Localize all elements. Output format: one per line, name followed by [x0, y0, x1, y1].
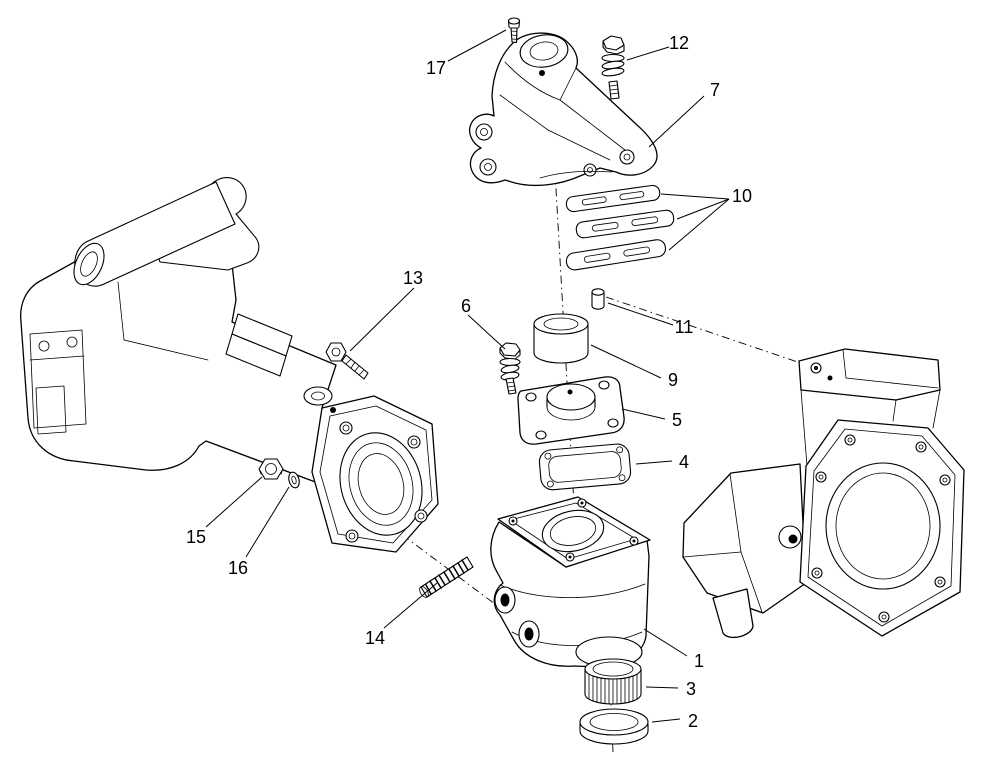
- leader-line-11: [607, 302, 674, 326]
- leader-line-14: [383, 582, 438, 629]
- needle-bearing-3-drawing: [584, 658, 642, 705]
- leader-line-13: [349, 287, 415, 352]
- washer-16-drawing: [288, 471, 300, 489]
- cylinder-housing-1-drawing: [490, 496, 651, 668]
- gasket-4-drawing: [538, 443, 632, 491]
- leader-line-6: [467, 314, 506, 350]
- callout-label-17: 17: [426, 58, 446, 78]
- right-gearcase-housing-drawing: [682, 348, 965, 639]
- leader-line-2: [651, 718, 681, 723]
- leader-line-15: [205, 476, 263, 528]
- pin-11-drawing: [591, 288, 605, 310]
- bolt-12-drawing: [601, 35, 625, 100]
- screw-17-drawing: [507, 17, 521, 44]
- callout-label-3: 3: [686, 679, 696, 699]
- callout-label-6: 6: [461, 296, 471, 316]
- leader-line-16: [245, 486, 290, 558]
- callout-label-10: 10: [732, 186, 752, 206]
- mounting-bracket-7-drawing: [468, 32, 658, 187]
- callout-label-9: 9: [668, 370, 678, 390]
- leader-line-10: [668, 198, 730, 251]
- callout-label-7: 7: [710, 80, 720, 100]
- callout-label-5: 5: [672, 410, 682, 430]
- shim-set-10-drawing: [565, 184, 675, 271]
- leader-line-17: [447, 29, 507, 62]
- leader-line-3: [645, 686, 679, 689]
- leader-line-7: [648, 95, 705, 148]
- leader-line-1: [643, 628, 688, 657]
- bushing-9-drawing: [533, 313, 589, 364]
- callout-label-12: 12: [669, 33, 689, 53]
- left-gearcase-housing-drawing: [20, 177, 439, 553]
- leader-line-10: [660, 193, 730, 200]
- callout-label-14: 14: [365, 628, 385, 648]
- flange-5-drawing: [517, 376, 625, 445]
- leader-line-9: [590, 344, 662, 379]
- left-flange-bolt-holes: [339, 421, 428, 543]
- leader-line-10: [676, 198, 730, 220]
- callout-label-13: 13: [403, 268, 423, 288]
- bolt-13-drawing: [325, 342, 369, 380]
- leader-line-4: [635, 460, 673, 465]
- callout-label-2: 2: [688, 711, 698, 731]
- callout-label-4: 4: [679, 452, 689, 472]
- housing-1-bolt-holes: [508, 498, 639, 562]
- callout-label-1: 1: [694, 651, 704, 671]
- leader-line-5: [621, 408, 666, 420]
- callout-label-16: 16: [228, 558, 248, 578]
- callout-label-11: 11: [675, 317, 694, 337]
- leader-line-12: [626, 46, 670, 61]
- bolt-6-drawing: [499, 342, 521, 395]
- callout-label-15: 15: [186, 527, 206, 547]
- right-housing-bolt-holes: [811, 434, 951, 623]
- nut-15-drawing: [258, 458, 284, 480]
- seal-ring-2-drawing: [579, 708, 649, 745]
